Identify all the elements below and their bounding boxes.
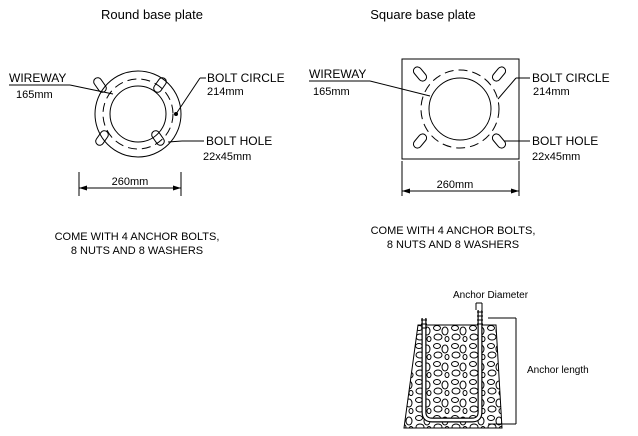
round-wireway-circle — [109, 85, 167, 143]
round-bolt-hole — [153, 77, 167, 93]
round-base-plate-drawing: Round base plate WIREWAY 165mm BOLT CIRC… — [9, 7, 285, 257]
round-wireway-label: WIREWAY — [9, 71, 66, 85]
square-plate-outline — [401, 58, 520, 160]
square-bolt-hole — [412, 133, 428, 149]
square-bolt-hole — [412, 66, 428, 82]
square-bolt-circle-value: 214mm — [533, 86, 570, 98]
round-note-line-1: COME WITH 4 ANCHOR BOLTS, — [55, 231, 220, 243]
bolt-threads — [421, 311, 483, 329]
square-base-plate-drawing: Square base plate WIREWAY 165mm BOLT CIR… — [309, 7, 610, 251]
round-bolt-circle — [102, 78, 174, 150]
round-bolt-hole-label: BOLT HOLE — [206, 134, 272, 148]
square-note-line-2: 8 NUTS AND 8 WASHERS — [387, 239, 519, 251]
concrete-footing — [403, 324, 503, 429]
anchor-bolt-drawing: Anchor Diameter Anchor length — [403, 290, 589, 429]
round-bolt-hole — [95, 130, 109, 146]
round-note-line-2: 8 NUTS AND 8 WASHERS — [71, 245, 203, 257]
round-width-dimension: 260mm — [112, 176, 149, 188]
square-wireway-circle — [428, 77, 492, 141]
round-plate-outline — [94, 70, 182, 158]
square-width-dimension: 260mm — [437, 179, 474, 191]
square-wireway-value: 165mm — [313, 86, 350, 98]
round-bolt-hole — [93, 77, 107, 93]
square-bolt-hole — [491, 133, 507, 149]
square-bolt-hole-label: BOLT HOLE — [532, 134, 598, 148]
round-bolt-circle-label: BOLT CIRCLE — [207, 71, 285, 85]
round-base-plate-title: Round base plate — [101, 7, 203, 22]
square-bolt-circle-label: BOLT CIRCLE — [532, 71, 610, 85]
anchor-length-label: Anchor length — [527, 365, 589, 376]
anchor-diameter-label: Anchor Diameter — [453, 290, 529, 301]
square-bolt-hole — [491, 66, 507, 82]
square-base-plate-title: Square base plate — [370, 7, 476, 22]
square-wireway-label: WIREWAY — [309, 67, 366, 81]
round-bolt-circle-value: 214mm — [207, 86, 244, 98]
round-bolt-hole — [151, 130, 165, 146]
square-bolt-hole-value: 22x45mm — [532, 151, 580, 163]
square-note-line-1: COME WITH 4 ANCHOR BOLTS, — [371, 225, 536, 237]
round-bolt-hole-value: 22x45mm — [203, 151, 251, 163]
square-bolt-circle — [420, 69, 500, 149]
round-wireway-value: 165mm — [16, 89, 53, 101]
